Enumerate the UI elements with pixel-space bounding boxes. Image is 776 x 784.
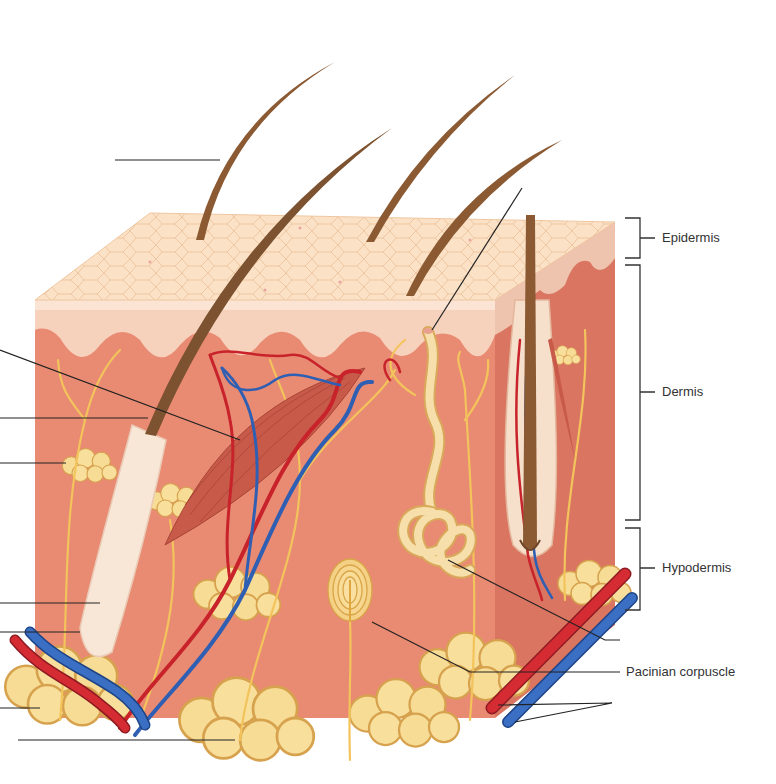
layer-label: Epidermis [660, 230, 722, 246]
surface-dots [469, 239, 472, 242]
nerves [58, 360, 85, 420]
hairs [145, 128, 392, 436]
sweat-gland [428, 332, 439, 512]
blood-vessels [492, 574, 625, 708]
surface-dots [299, 227, 302, 230]
surface-dots [264, 289, 267, 292]
hairs [520, 540, 540, 550]
sweat-gland [403, 511, 471, 573]
leader-lines [0, 417, 148, 418]
nerves [465, 360, 488, 420]
blood-vessels [30, 632, 145, 725]
leader-lines [0, 602, 100, 603]
leader-lines [115, 159, 220, 160]
arrector-pili-muscle [165, 338, 575, 545]
nerves [391, 340, 415, 395]
sweat-gland [403, 328, 471, 573]
hairs [523, 215, 537, 549]
part-label: Pacinian corpuscle [624, 664, 737, 680]
nerves [349, 622, 350, 760]
hair-follicle [80, 425, 166, 657]
nerves [140, 520, 174, 720]
brackets [625, 528, 655, 610]
hair-follicle [80, 300, 556, 657]
leader-lines [448, 560, 620, 640]
front-epidermis-top [35, 300, 495, 310]
front-epidermis [35, 300, 495, 357]
leader-lines [498, 703, 612, 722]
hairs [406, 140, 562, 296]
layer-label: Dermis [660, 384, 705, 400]
hairs [145, 62, 562, 550]
hairs [196, 62, 335, 240]
leader-lines [18, 739, 235, 740]
arrector-pili-muscle [548, 338, 575, 460]
leader-lines [0, 350, 240, 440]
blood-vessels [210, 355, 233, 580]
sweat-gland [403, 511, 471, 573]
pacinian-corpuscle [349, 580, 351, 620]
pacinian-corpuscle [328, 559, 372, 621]
brackets [625, 218, 655, 610]
leader-lines [432, 188, 522, 330]
fat-lobules [179, 678, 313, 761]
fat-lobules [194, 567, 281, 620]
blood-vessels [30, 632, 145, 725]
blood-vessels [385, 360, 400, 380]
fat-lobules [62, 449, 117, 483]
pacinian-corpuscle [328, 559, 372, 621]
surface-dots [149, 261, 152, 264]
blood-vessels [492, 574, 625, 708]
blood-vessels [222, 368, 340, 390]
sweat-gland [423, 328, 433, 334]
leader-lines [0, 160, 620, 740]
blood-vessels [222, 368, 257, 590]
brackets [625, 265, 655, 520]
brackets [625, 218, 655, 258]
leader-lines [0, 707, 40, 708]
blood-vessels [15, 340, 632, 735]
surface-dots [339, 281, 342, 284]
leader-lines [372, 622, 620, 672]
layer-label: Hypodermis [660, 560, 733, 576]
hairs [366, 75, 515, 242]
leader-lines [0, 631, 80, 632]
leader-lines [0, 462, 66, 463]
sweat-gland [428, 332, 439, 512]
nerves [564, 330, 585, 600]
skin-block [35, 213, 615, 718]
